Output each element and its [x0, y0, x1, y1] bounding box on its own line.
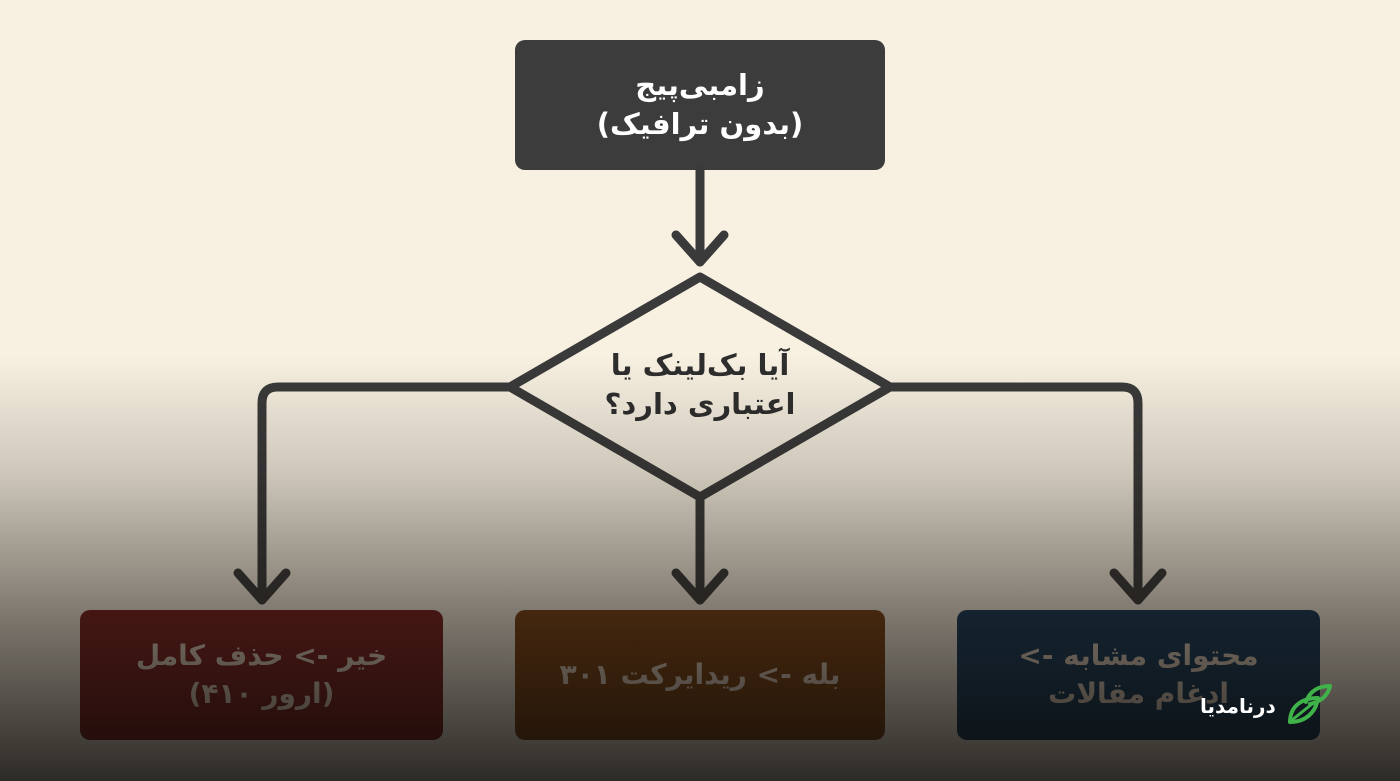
- no-outcome-line-2: (ارور ۴۱۰): [188, 677, 335, 710]
- start-node-label: زامبی‌پیج (بدون ترافیک): [515, 40, 885, 170]
- similar-outcome-line-1: محتوای مشابه ->: [1018, 639, 1259, 673]
- yes-outcome-label: بله -> ریدایرکت ۳۰۱: [515, 610, 885, 740]
- no-outcome-line-1: خیر -> حذف کامل: [135, 639, 388, 673]
- no-outcome-label: خیر -> حذف کامل (ارور ۴۱۰): [80, 610, 443, 740]
- leaf-icon: [1287, 684, 1332, 724]
- decision-node-label: آیا بک‌لینک یا اعتباری دارد؟: [560, 330, 840, 440]
- brand-logo: درنامدیا: [1200, 682, 1334, 730]
- yes-outcome-line-1: بله -> ریدایرکت ۳۰۱: [559, 658, 841, 692]
- brand-logo-text: درنامدیا: [1200, 694, 1276, 718]
- decision-to-similar-line: [885, 382, 1143, 605]
- start-node-line-2: (بدون ترافیک): [596, 107, 804, 141]
- decision-to-no-line: [257, 382, 515, 605]
- decision-node-line-1: آیا بک‌لینک یا: [610, 347, 790, 382]
- start-node-line-1: زامبی‌پیج: [635, 67, 765, 102]
- decision-node-line-2: اعتباری دارد؟: [604, 387, 796, 421]
